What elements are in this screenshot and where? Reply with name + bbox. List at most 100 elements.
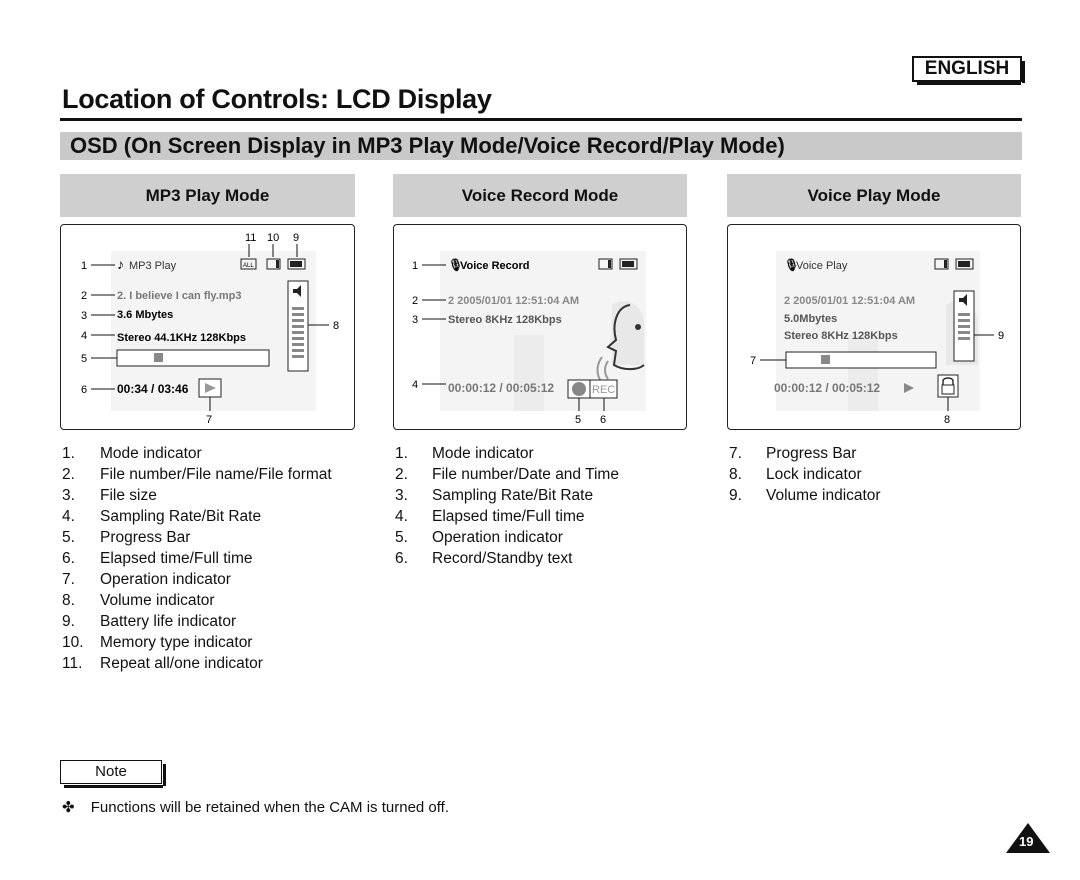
repeat-icon: ALL [243, 263, 254, 269]
battery-icon [955, 258, 974, 270]
list-item: Repeat all/one indicator [100, 655, 263, 672]
list-item: Operation indicator [432, 529, 563, 546]
list-number: 8. [62, 592, 75, 609]
callout-4: 4 [412, 379, 418, 391]
callout-2: 2 [412, 295, 418, 307]
list-item: Progress Bar [100, 529, 191, 546]
list-item: Battery life indicator [100, 613, 237, 630]
mp3-time-text: 00:34 / 03:46 [117, 382, 189, 396]
voice-record-mode-heading: Voice Record Mode [393, 174, 687, 217]
voice-play-size-text: 5.0Mbytes [784, 313, 837, 325]
play-icon [205, 383, 216, 393]
list-number: 6. [395, 550, 408, 567]
list-number: 7. [729, 445, 742, 462]
callout-5: 5 [81, 353, 87, 365]
voice-play-lcd-diagram: 🎙 Voice Play 2 2005/01/01 12:51:04 AM 5.… [750, 251, 1004, 426]
list-item: Memory type indicator [100, 634, 253, 651]
callout-8: 8 [333, 320, 339, 332]
callout-7: 7 [206, 414, 212, 426]
memory-card-icon [934, 258, 949, 270]
voice-play-mode-text: Voice Play [796, 260, 848, 272]
mp3-mode-text: MP3 Play [129, 260, 177, 272]
voice-play-datetime-text: 2 2005/01/01 12:51:04 AM [784, 295, 915, 307]
list-item: Operation indicator [100, 571, 231, 588]
list-item: Progress Bar [766, 445, 857, 462]
list-item: Volume indicator [766, 487, 881, 504]
rec-text: REC [592, 384, 615, 396]
callout-9: 9 [998, 330, 1004, 342]
voice-record-lcd-panel: 1 2 3 4 🎙 Voice Record 2 2005/01/01 12:5… [393, 224, 687, 430]
list-item: File number/Date and Time [432, 466, 619, 483]
callout-1: 1 [81, 260, 87, 272]
mp3-lcd-diagram: 11 10 9 1 2 3 4 5 6 ♪ MP3 Play ALL 2. I … [81, 232, 339, 426]
callout-5: 5 [575, 414, 581, 426]
note-label: Note [60, 760, 166, 788]
callout-6: 6 [600, 414, 606, 426]
mp3-progress-bar [116, 349, 270, 367]
page-number: 19 [1019, 834, 1034, 849]
callout-9: 9 [293, 232, 299, 244]
list-number: 6. [62, 550, 75, 567]
callout-2: 2 [81, 290, 87, 302]
callout-1: 1 [412, 260, 418, 272]
list-number: 10. [62, 634, 84, 651]
page-number-badge: 19 [1006, 823, 1050, 853]
speaker-icon [293, 285, 301, 297]
voice-play-time-text: 00:00:12 / 00:05:12 [774, 381, 880, 395]
list-item: Elapsed time/Full time [100, 550, 253, 567]
voice-record-mode-text: Voice Record [460, 260, 530, 272]
section-heading: OSD (On Screen Display in MP3 Play Mode/… [60, 132, 1022, 160]
list-number: 4. [395, 508, 408, 525]
lock-icon [942, 377, 954, 385]
footnote-text: Functions will be retained when the CAM … [90, 799, 449, 816]
battery-icon [619, 258, 638, 270]
battery-icon [287, 258, 306, 270]
list-number: 1. [62, 445, 75, 462]
voice-record-time-text: 00:00:12 / 00:05:12 [448, 381, 554, 395]
microphone-icon: 🎙 [448, 258, 463, 272]
list-item: Lock indicator [766, 466, 862, 483]
list-item: Mode indicator [100, 445, 202, 462]
callout-6: 6 [81, 384, 87, 396]
callout-3: 3 [81, 310, 87, 322]
music-note-icon: ♪ [117, 256, 124, 272]
mp3-rate-text: Stereo 44.1KHz 128Kbps [117, 332, 246, 344]
list-item: Record/Standby text [432, 550, 573, 567]
mp3-size-text: 3.6 Mbytes [117, 309, 173, 321]
list-number: 2. [395, 466, 408, 483]
memory-card-icon [598, 258, 613, 270]
list-item: Sampling Rate/Bit Rate [100, 508, 262, 525]
list-number: 9. [729, 487, 742, 504]
list-item: File number/File name/File format [100, 466, 332, 483]
play-icon [904, 383, 914, 393]
list-item: Mode indicator [432, 445, 534, 462]
voice-record-legend-list: 1. Mode indicator 2. File number/Date and … [395, 443, 695, 573]
callout-3: 3 [412, 314, 418, 326]
voice-record-datetime-text: 2 2005/01/01 12:51:04 AM [448, 295, 579, 307]
callout-8: 8 [944, 414, 950, 426]
voice-record-rate-text: Stereo 8KHz 128Kbps [448, 314, 562, 326]
list-item: Elapsed time/Full time [432, 508, 585, 525]
footnote: ✤ Functions will be retained when the CA… [62, 798, 449, 816]
list-number: 1. [395, 445, 408, 462]
list-number: 2. [62, 466, 75, 483]
list-item: Sampling Rate/Bit Rate [432, 487, 594, 504]
voice-play-legend-list: 7. Progress Bar 8. Lock indicator 9. Volume… [729, 443, 1019, 513]
callout-7: 7 [750, 355, 756, 367]
mp3-file-text: 2. I believe I can fly.mp3 [117, 290, 242, 302]
list-number: 8. [729, 466, 742, 483]
mp3-mode-heading: MP3 Play Mode [60, 174, 355, 217]
callout-10: 10 [267, 232, 279, 244]
voice-record-lcd-diagram: 1 2 3 4 🎙 Voice Record 2 2005/01/01 12:5… [412, 251, 646, 426]
bullet-icon: ✤ [62, 799, 75, 816]
list-item: Volume indicator [100, 592, 215, 609]
microphone-icon: 🎙 [784, 258, 799, 272]
list-number: 4. [62, 508, 75, 525]
memory-card-icon [266, 258, 281, 270]
list-item: File size [100, 487, 157, 504]
list-number: 5. [395, 529, 408, 546]
page-title: Location of Controls: LCD Display [62, 84, 492, 114]
speaker-icon [959, 294, 967, 306]
voice-play-progress-bar [785, 351, 937, 369]
voice-play-lcd-panel: 🎙 Voice Play 2 2005/01/01 12:51:04 AM 5.… [727, 224, 1021, 430]
